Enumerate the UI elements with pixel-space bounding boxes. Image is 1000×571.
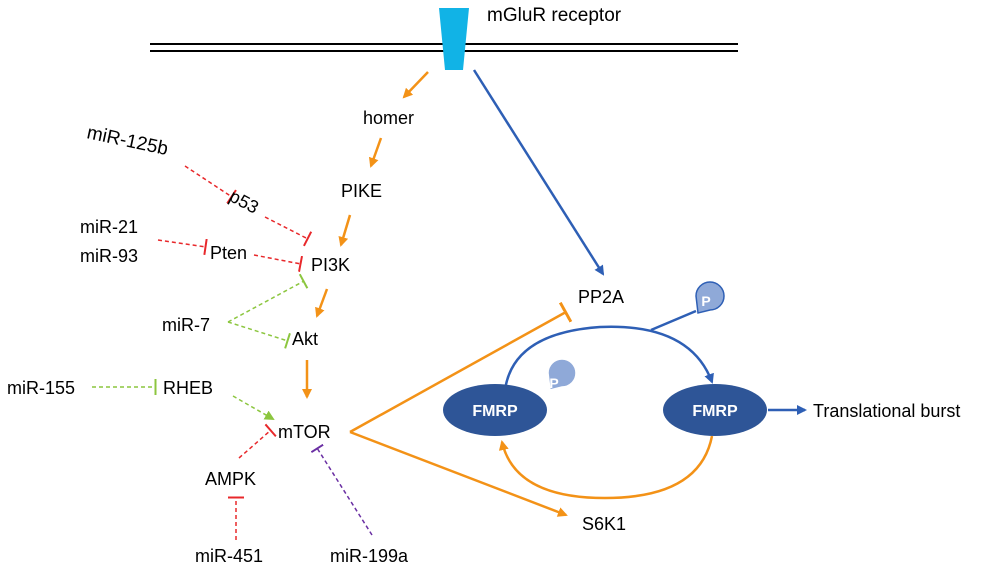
fmrp-right-label: FMRP — [692, 403, 738, 420]
inhibit-mir125b-p53 — [184, 165, 237, 204]
fmrp-left-ellipse — [443, 384, 547, 436]
arc-top-fmrp-left-to-right — [503, 325, 714, 391]
fmrp-left-label: FMRP — [472, 403, 518, 420]
ampk-label: AMPK — [205, 469, 256, 489]
inhibit-pten-pi3k — [253, 254, 303, 272]
pp2a-label: PP2A — [578, 287, 624, 307]
inhibit-mtor-pp2a — [349, 301, 573, 434]
phosphate-left-label: P — [549, 375, 558, 391]
arrow-receptor-homer — [402, 71, 429, 99]
arrow-pike-pi3k — [338, 214, 352, 247]
pten-label: Pten — [210, 243, 247, 263]
mir7-label: miR-7 — [162, 315, 210, 335]
mir155-label: miR-155 — [7, 378, 75, 398]
receptor-shape — [439, 8, 469, 70]
inhibit-p53-pi3k — [264, 216, 313, 247]
inhibit-mir21-pten — [157, 238, 208, 255]
mir125b-label: miR-125b — [85, 122, 170, 160]
translational-burst-label: Translational burst — [813, 401, 960, 421]
mir451-label: miR-451 — [195, 546, 263, 566]
mir93-label: miR-93 — [80, 246, 138, 266]
arrow-pi3k-akt — [315, 288, 329, 318]
p53-label: p53 — [226, 186, 262, 218]
mir199a-label: miR-199a — [330, 546, 409, 566]
rheb-label: RHEB — [163, 378, 213, 398]
inhibit-mir7-akt — [227, 321, 291, 349]
s6k1-label: S6K1 — [582, 514, 626, 534]
phosphate-right-label: P — [701, 293, 710, 309]
pp2a-phospho-connector — [650, 309, 697, 332]
phosphate-left-icon — [547, 358, 577, 391]
pike-label: PIKE — [341, 181, 382, 201]
akt-label: Akt — [292, 329, 318, 349]
arrow-rheb-mtor — [232, 395, 275, 420]
arrow-homer-pike — [368, 137, 383, 168]
inhibit-mir7-pi3k — [227, 273, 309, 323]
receptor-label: mGluR receptor — [487, 5, 622, 26]
fmrp-right-ellipse — [663, 384, 767, 436]
arrow-receptor-pp2a — [472, 69, 605, 276]
arc-bottom-fmrp-right-to-left — [498, 435, 714, 500]
inhibit-mir199a-mtor — [310, 443, 373, 536]
homer-label: homer — [363, 108, 414, 128]
pi3k-label: PI3K — [311, 255, 350, 275]
inhibit-ampk-mtor — [238, 423, 277, 459]
mir21-label: miR-21 — [80, 217, 138, 237]
arrow-mtor-s6k1 — [349, 430, 568, 517]
phosphate-right-icon — [695, 281, 725, 314]
mtor-label: mTOR — [278, 422, 331, 442]
